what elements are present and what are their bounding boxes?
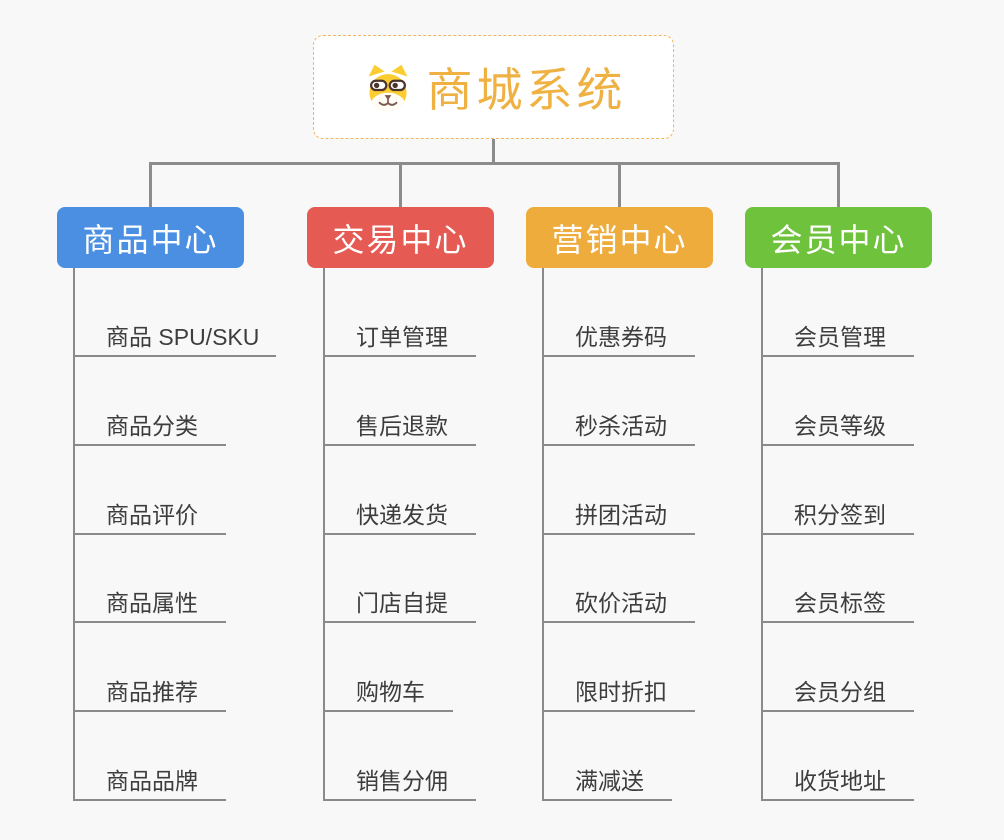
child-topic[interactable]: 商品 SPU/SKU [73,325,276,357]
branch-node-marketing-center[interactable]: 营销中心 [526,207,713,268]
child-topic[interactable]: 商品推荐 [73,680,226,712]
dog-face-icon [361,62,415,113]
child-topic[interactable]: 秒杀活动 [542,414,695,446]
child-topic[interactable]: 满减送 [542,769,672,801]
child-topic[interactable]: 积分签到 [761,503,914,535]
branch-product-center: 商品中心 商品 SPU/SKU 商品分类 商品评价 商品属性 商品推荐 商品品牌 [57,207,317,817]
connector-root-stem [492,139,495,165]
branch-trade-center: 交易中心 订单管理 售后退款 快递发货 门店自提 购物车 销售分佣 [307,207,567,817]
child-topic[interactable]: 会员等级 [761,414,914,446]
child-topic[interactable]: 商品评价 [73,503,226,535]
root-node[interactable]: 商城系统 [313,35,674,139]
child-topic[interactable]: 收货地址 [761,769,914,801]
connector-drop-member [837,162,840,208]
child-topic[interactable]: 限时折扣 [542,680,695,712]
connector-rail [149,162,840,165]
child-topic[interactable]: 商品品牌 [73,769,226,801]
child-topic[interactable]: 销售分佣 [323,769,476,801]
child-topic[interactable]: 优惠券码 [542,325,695,357]
branch-marketing-center: 营销中心 优惠券码 秒杀活动 拼团活动 砍价活动 限时折扣 满减送 [526,207,786,817]
child-topic[interactable]: 砍价活动 [542,591,695,623]
child-topic[interactable]: 购物车 [323,680,453,712]
connector-drop-marketing [618,162,621,208]
child-topic[interactable]: 快递发货 [323,503,476,535]
child-topic[interactable]: 会员分组 [761,680,914,712]
branch-node-trade-center[interactable]: 交易中心 [307,207,494,268]
branch-node-product-center[interactable]: 商品中心 [57,207,244,268]
root-title: 商城系统 [426,64,627,116]
child-topic[interactable]: 商品分类 [73,414,226,446]
child-topic[interactable]: 拼团活动 [542,503,695,535]
child-topic[interactable]: 售后退款 [323,414,476,446]
connector-drop-trade [399,162,402,208]
child-topic[interactable]: 商品属性 [73,591,226,623]
child-topic[interactable]: 会员管理 [761,325,914,357]
child-topic[interactable]: 订单管理 [323,325,476,357]
branch-member-center: 会员中心 会员管理 会员等级 积分签到 会员标签 会员分组 收货地址 [745,207,1004,817]
connector-drop-product [149,162,152,208]
child-topic[interactable]: 会员标签 [761,591,914,623]
child-topic[interactable]: 门店自提 [323,591,476,623]
branch-node-member-center[interactable]: 会员中心 [745,207,932,268]
